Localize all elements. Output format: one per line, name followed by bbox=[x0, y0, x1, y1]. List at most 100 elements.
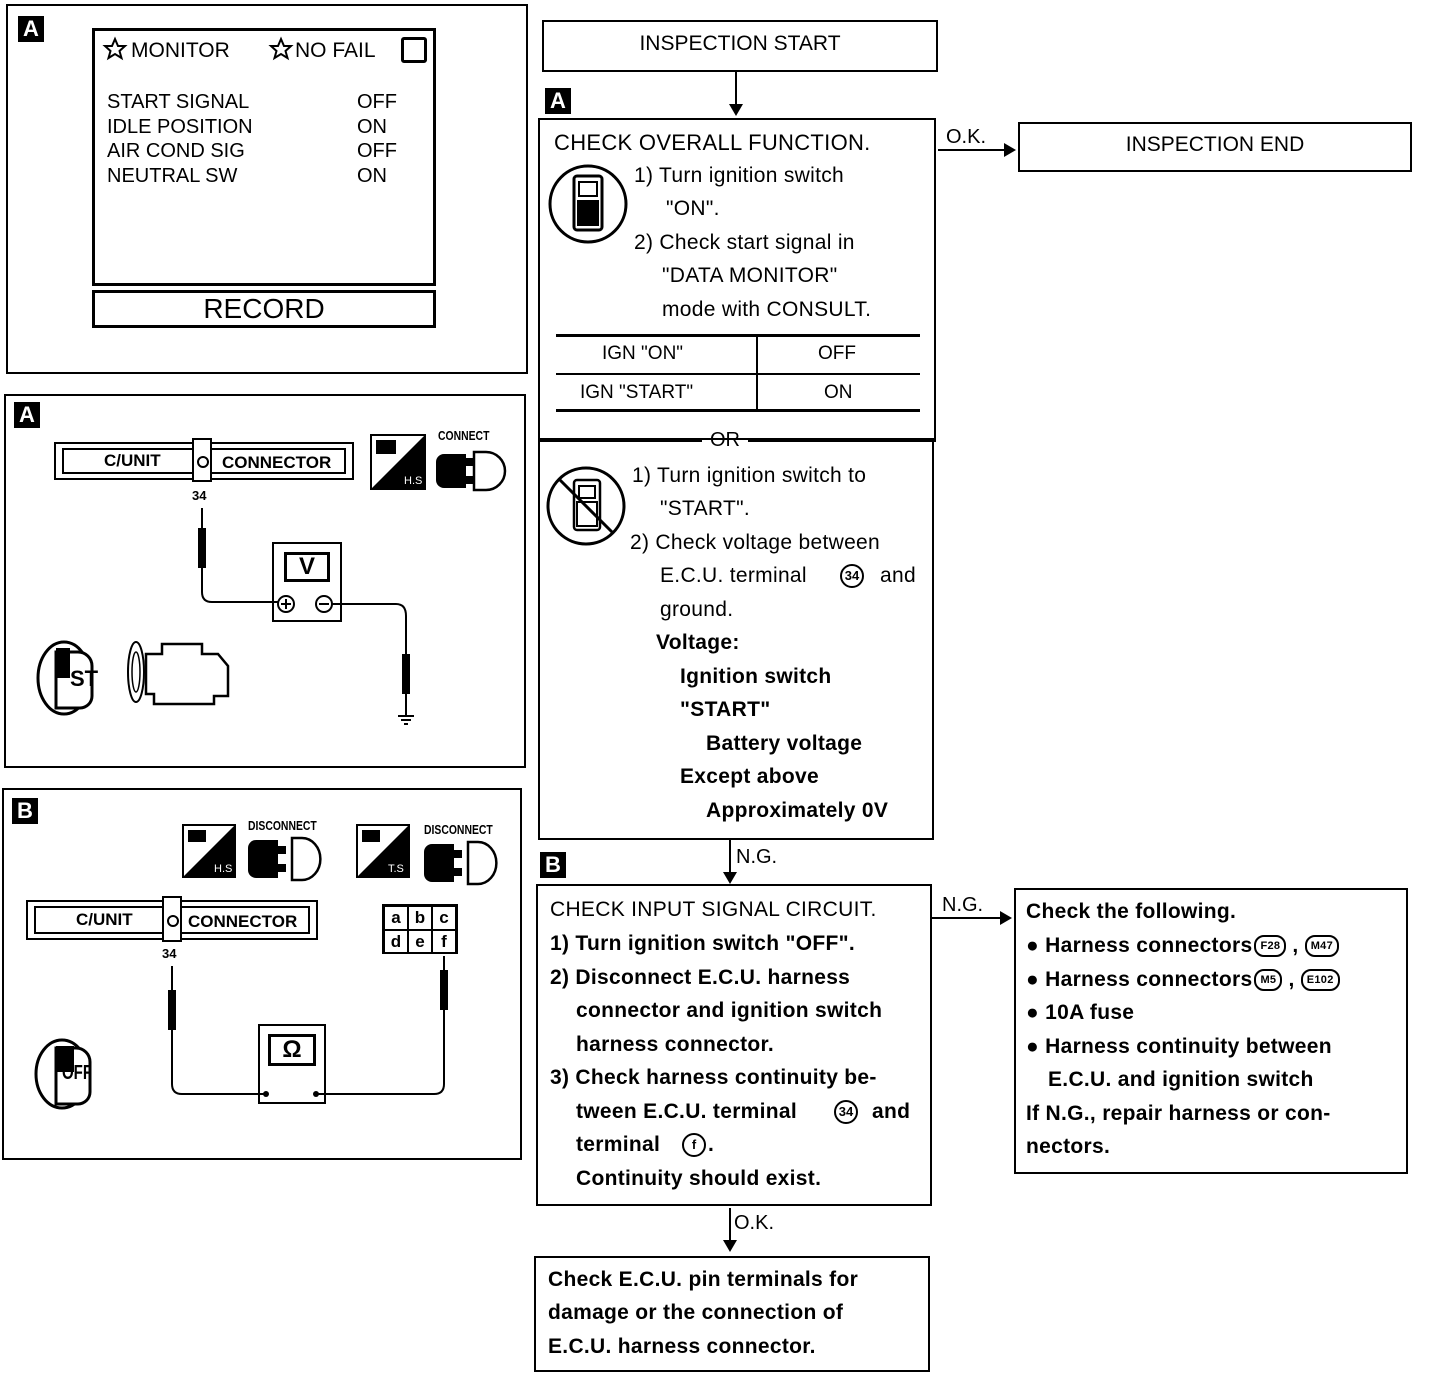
terminal-34-label: 34 bbox=[162, 946, 177, 961]
svg-text:T.S: T.S bbox=[388, 863, 404, 875]
consult-tester-icon bbox=[548, 164, 628, 244]
check-input-box: CHECK INPUT SIGNAL CIRCUIT. 1) Turn igni… bbox=[536, 884, 932, 1206]
disconnect-label: DISCONNECT bbox=[424, 822, 493, 837]
panel-label-b: B bbox=[12, 798, 38, 824]
voltage-label: Voltage: bbox=[656, 631, 740, 654]
final-check-line: Check E.C.U. pin terminals for bbox=[548, 1268, 859, 1291]
terminal-cell: b bbox=[408, 906, 432, 930]
voltage-panel: A C/UNIT CONNECTOR 34 H.S CONNECT V bbox=[4, 394, 526, 768]
voltage-line: Except above bbox=[680, 765, 819, 788]
voltage-line: "START" bbox=[680, 698, 771, 721]
connector-code: M5 bbox=[1254, 969, 1283, 992]
check-overall-step: 1) Turn ignition switch bbox=[634, 164, 844, 187]
check-overall-box: CHECK OVERALL FUNCTION. 1) Turn ignition… bbox=[538, 118, 936, 440]
alt-step: "START". bbox=[660, 497, 751, 520]
ohmmeter-symbol: Ω bbox=[282, 1036, 302, 1063]
check-following-item: ● Harness continuity between bbox=[1026, 1035, 1332, 1058]
terminal-cell: f bbox=[432, 930, 456, 954]
monitor-row-name: START SIGNAL bbox=[107, 91, 250, 113]
monitor-row-value: OFF bbox=[357, 91, 397, 113]
repair-text: nectors. bbox=[1026, 1135, 1111, 1158]
flow-label-a: A bbox=[545, 88, 571, 114]
connector-label: CONNECTOR bbox=[188, 912, 298, 931]
monitor-row-value: ON bbox=[357, 116, 387, 138]
final-check-box: Check E.C.U. pin terminals for damage or… bbox=[534, 1256, 930, 1372]
engine-icon bbox=[127, 641, 230, 706]
continuity-probe-wires bbox=[168, 956, 448, 1097]
check-overall-step: "ON". bbox=[666, 197, 720, 220]
inspection-start-box: INSPECTION START bbox=[542, 20, 938, 72]
table-value: OFF bbox=[818, 343, 856, 364]
check-input-step: harness connector. bbox=[576, 1033, 774, 1056]
panel-label-a: A bbox=[14, 402, 40, 428]
connector-plug-icon bbox=[436, 450, 507, 492]
svg-text:H.S: H.S bbox=[214, 863, 232, 875]
check-input-step: and bbox=[872, 1100, 911, 1123]
no-consult-icon bbox=[546, 466, 626, 546]
signal-table: IGN "ON" OFF IGN "START" ON bbox=[556, 334, 920, 412]
check-overall-step: "DATA MONITOR" bbox=[662, 264, 838, 287]
connector-pin-dot bbox=[167, 915, 179, 927]
panel-label-a: A bbox=[18, 16, 44, 42]
or-label: OR bbox=[710, 429, 740, 451]
check-input-step: connector and ignition switch bbox=[576, 999, 883, 1022]
monitor-screen: MONITOR NO FAIL START SIGNAL OFF IDLE PO… bbox=[92, 28, 436, 286]
key-off-label: OFF bbox=[62, 1062, 92, 1084]
voltage-line: Battery voltage bbox=[706, 732, 863, 755]
monitor-row-name: AIR COND SIG bbox=[107, 140, 245, 162]
check-overall-step: 2) Check start signal in bbox=[634, 231, 855, 254]
svg-text:H.S: H.S bbox=[404, 475, 422, 487]
star-icon bbox=[102, 36, 128, 61]
inspection-start-label: INSPECTION START bbox=[639, 32, 841, 55]
ignition-key-icon bbox=[34, 1038, 92, 1110]
voltage-probe-wires bbox=[198, 508, 414, 725]
monitor-row-name: NEUTRAL SW bbox=[107, 165, 238, 187]
monitor-title: MONITOR bbox=[131, 39, 230, 62]
ng-label: N.G. bbox=[736, 846, 778, 868]
check-overall-step: mode with CONSULT. bbox=[662, 298, 872, 321]
check-input-title: CHECK INPUT SIGNAL CIRCUIT. bbox=[550, 898, 877, 921]
ignition-switch-side-icon: T.S bbox=[356, 824, 410, 878]
monitor-row-value: OFF bbox=[357, 140, 397, 162]
disconnect-label: DISCONNECT bbox=[248, 818, 317, 833]
terminal-cell: c bbox=[432, 906, 456, 930]
repair-text: If N.G., repair harness or con- bbox=[1026, 1102, 1331, 1125]
ok-label: O.K. bbox=[734, 1212, 775, 1234]
check-input-step: 2) Disconnect E.C.U. harness bbox=[550, 966, 851, 989]
alt-step: ground. bbox=[660, 598, 734, 621]
connector-code: M47 bbox=[1304, 935, 1340, 958]
monitor-row-value: ON bbox=[357, 165, 387, 187]
star-icon bbox=[268, 36, 294, 61]
terminal-cell: d bbox=[384, 930, 408, 954]
alt-step: E.C.U. terminal bbox=[660, 564, 807, 587]
or-line-right bbox=[748, 440, 936, 442]
check-input-step: tween E.C.U. terminal bbox=[576, 1100, 798, 1123]
table-cond: IGN "START" bbox=[580, 382, 694, 403]
table-divider-h bbox=[556, 373, 920, 375]
check-input-step: 3) Check harness continuity be- bbox=[550, 1066, 877, 1089]
record-button[interactable]: RECORD bbox=[92, 290, 436, 328]
connect-label: CONNECT bbox=[438, 428, 490, 443]
terminal-f-circle: f bbox=[682, 1133, 706, 1157]
harness-side-icon: H.S bbox=[370, 434, 426, 490]
alt-step: 2) Check voltage between bbox=[630, 531, 881, 554]
alternative-check-box: OR 1) Turn ignition switch to "START". 2… bbox=[538, 429, 936, 840]
record-button-label: RECORD bbox=[203, 293, 325, 324]
connector-code: E102 bbox=[1300, 969, 1340, 992]
check-following-item: ● 10A fuse bbox=[1026, 1001, 1135, 1024]
monitor-row-name: IDLE POSITION bbox=[107, 116, 253, 138]
nofail-checkbox[interactable] bbox=[401, 37, 427, 63]
flow-label-b: B bbox=[540, 852, 566, 878]
terminal-34-label: 34 bbox=[192, 488, 207, 503]
check-overall-title: CHECK OVERALL FUNCTION. bbox=[554, 130, 871, 155]
alt-step: 1) Turn ignition switch to bbox=[632, 464, 867, 487]
connector-code: F28 bbox=[1254, 935, 1287, 958]
harness-side-icon: H.S bbox=[182, 824, 236, 878]
connector-pin-dot bbox=[197, 456, 209, 468]
table-value: ON bbox=[824, 382, 853, 403]
table-cond: IGN "ON" bbox=[602, 343, 684, 364]
check-input-step: 1) Turn ignition switch "OFF". bbox=[550, 932, 855, 955]
terminal-34-circle: 34 bbox=[840, 564, 864, 588]
